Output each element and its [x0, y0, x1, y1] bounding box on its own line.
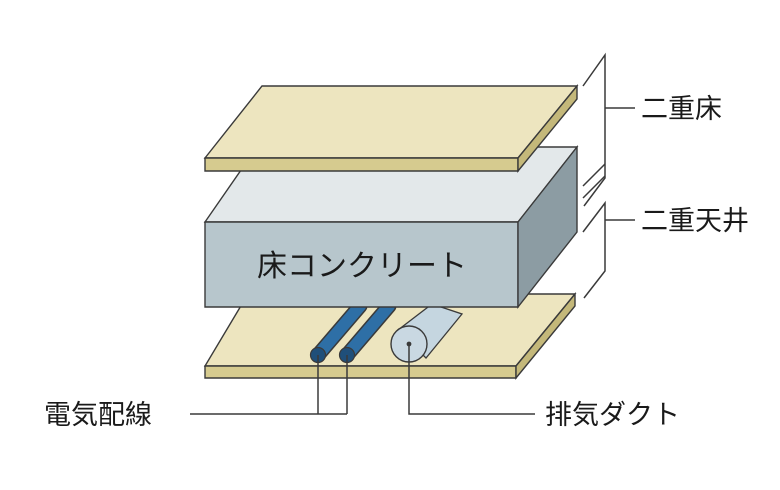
wire-cable-2-fill	[341, 300, 395, 361]
electrical-wiring-label: 電気配線	[44, 400, 152, 431]
concrete-side	[517, 144, 578, 310]
upper-floor-panel-front	[204, 157, 519, 172]
double-floor-label: 二重床	[641, 94, 722, 125]
upper-floor-panel-top	[203, 85, 579, 159]
upper-floor-panel-side	[517, 84, 578, 173]
lower-floor-panel-front	[204, 365, 517, 379]
lower-floor-panel-side	[515, 292, 576, 380]
wire-cable-1-fill	[312, 300, 366, 361]
bottom-leaders	[190, 344, 535, 415]
double-floor-bracket	[582, 52, 606, 207]
lower-floor-panel	[203, 292, 577, 380]
duct-leader-dot	[406, 341, 412, 347]
upper-floor-panel	[203, 84, 579, 173]
double-ceiling-label: 二重天井	[641, 206, 749, 237]
double-ceiling-bracket	[582, 200, 606, 299]
right-brackets	[582, 52, 635, 299]
duct-leader	[408, 344, 535, 415]
break-mark-1	[582, 163, 606, 187]
floor-concrete-label: 床コンクリート	[257, 249, 467, 284]
break-mark-2	[582, 175, 606, 199]
electrical-wiring	[309, 298, 397, 364]
exhaust-duct-label: 排気ダクト	[545, 400, 680, 431]
